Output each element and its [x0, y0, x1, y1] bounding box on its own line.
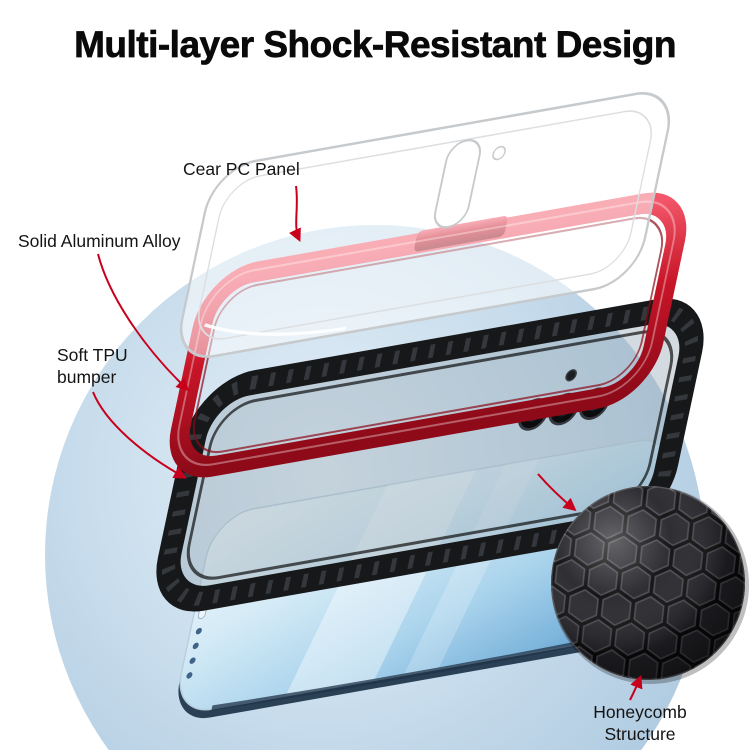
page-title: Multi-layer Shock-Resistant Design: [74, 24, 677, 66]
callout-pc-panel-label: Cear PC Panel: [183, 159, 300, 179]
callout-aluminum-label: Solid Aluminum Alloy: [18, 231, 181, 251]
callout-lines: [92, 185, 643, 701]
callout-tpu-line2: bumper: [57, 367, 117, 387]
bumper-frame: [156, 298, 704, 612]
panel-shine: [203, 323, 347, 336]
callout-tpu-line1: Soft TPU: [57, 345, 128, 365]
clear-pc-panel-layer: [179, 91, 671, 359]
phone-layer: [178, 439, 671, 719]
callout-honeycomb-line1: Honeycomb: [593, 702, 687, 722]
panel-camera-cutout: [433, 139, 482, 229]
phone-gloss-streak: [285, 469, 476, 697]
camera-flash: [565, 369, 577, 382]
phone-speaker-holes: [186, 627, 202, 679]
phone-gloss-streak-2: [403, 458, 540, 676]
leader-honeycomb: [629, 674, 643, 701]
bumper-inner-lip: [186, 330, 674, 580]
leader-tpu: [92, 391, 187, 479]
honeycomb-inset: [550, 485, 749, 684]
panel-mic-hole: [492, 145, 506, 161]
callout-tpu: Soft TPU bumper: [57, 344, 128, 388]
leader-bumper-to-inset: [537, 473, 577, 512]
honeycomb-lighting: [551, 486, 745, 680]
pc-panel-inner-line: [198, 110, 652, 340]
callout-pc-panel: Cear PC Panel: [183, 158, 300, 180]
leader-aluminum: [97, 253, 190, 392]
callout-honeycomb-line2: Structure: [604, 724, 676, 744]
callout-aluminum: Solid Aluminum Alloy: [18, 230, 180, 252]
leader-pc-panel: [289, 185, 301, 242]
honeycomb-rim: [550, 485, 746, 681]
phone-bottom-edge: [211, 637, 597, 711]
callout-honeycomb: Honeycomb Structure: [570, 701, 710, 745]
pc-panel-body: [179, 91, 671, 359]
